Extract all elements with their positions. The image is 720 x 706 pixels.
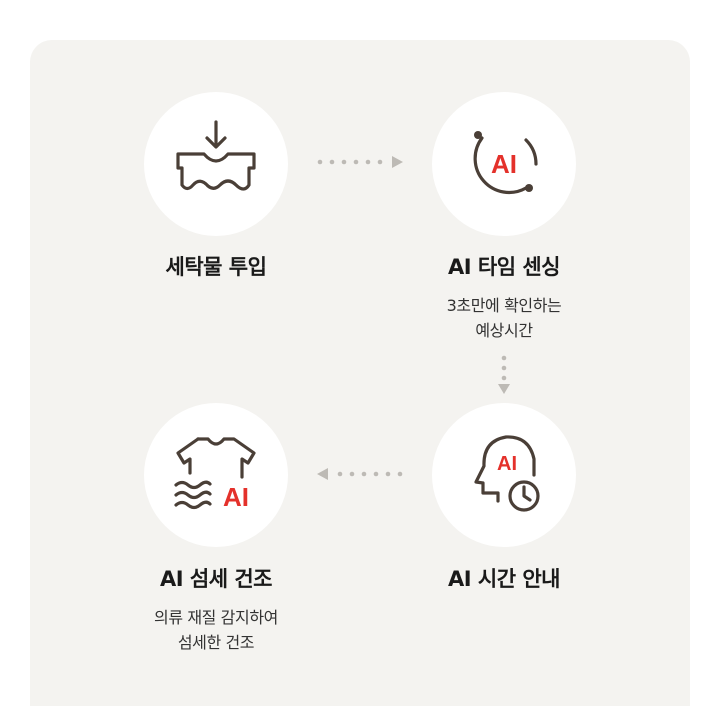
step-desc-dry: 의류 재질 감지하여 섬세한 건조 (86, 605, 346, 655)
ai-delicate-dry-icon: AI (174, 437, 256, 512)
step-title-sensing: AI 타임 센싱 (448, 255, 560, 279)
desc-line: 섬세한 건조 (177, 633, 255, 652)
desc-line: 3초만에 확인하는 (446, 296, 562, 315)
step-title-laundry: 세탁물 투입 (165, 255, 267, 279)
connector-arrow-right (317, 156, 403, 168)
connector-arrow-left (317, 468, 403, 480)
ai-sensing-icon: AI (473, 131, 538, 195)
ai-label: AI (223, 482, 249, 512)
step-title-dry: AI 섬세 건조 (160, 567, 272, 591)
step-desc-sensing: 3초만에 확인하는 예상시간 (374, 293, 634, 343)
step-time-circle: AI (432, 403, 576, 547)
laundry-drop-in-icon (176, 120, 256, 191)
step-dry-circle: AI (144, 403, 288, 547)
step-title-time: AI 시간 안내 (448, 567, 560, 591)
ai-label: AI (491, 149, 517, 179)
ai-label: AI (497, 453, 517, 475)
process-panel (30, 40, 690, 706)
ai-time-guide-icon: AI (474, 435, 540, 512)
step-sensing-circle: AI (432, 92, 576, 236)
desc-line: 의류 재질 감지하여 (154, 608, 278, 627)
desc-line: 예상시간 (475, 321, 533, 340)
connector-arrow-down (498, 355, 510, 394)
step-laundry-circle (144, 92, 288, 236)
